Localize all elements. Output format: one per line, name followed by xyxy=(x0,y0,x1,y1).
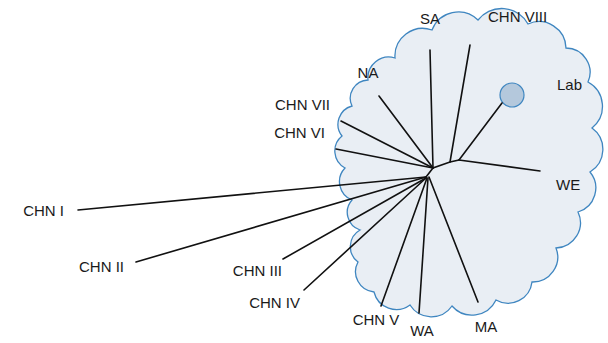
branch xyxy=(459,103,502,160)
branch xyxy=(336,149,433,168)
leaf-label: CHN III xyxy=(233,262,282,279)
cloud-region xyxy=(335,8,603,316)
branch xyxy=(283,178,426,259)
branch xyxy=(419,178,428,313)
branch xyxy=(459,160,540,171)
leaf-label: CHN V xyxy=(353,311,400,328)
leaf-label: MA xyxy=(475,318,498,335)
leaf-label: CHN VIII xyxy=(488,8,547,25)
leaf-label: CHN VII xyxy=(275,96,330,113)
leaf-label: WA xyxy=(410,322,434,339)
branch xyxy=(429,177,478,302)
branch xyxy=(430,50,433,168)
leaf-label: CHN II xyxy=(79,258,124,275)
leaf-label: CHN IV xyxy=(249,294,300,311)
leaf-label: NA xyxy=(358,64,379,81)
branch xyxy=(78,177,426,210)
branch xyxy=(136,177,426,262)
branch xyxy=(426,160,459,177)
leaf-label: Lab xyxy=(557,76,582,93)
tree-branches xyxy=(78,45,540,313)
branch xyxy=(341,121,433,168)
lab-circle xyxy=(500,83,524,107)
leaf-label: CHN I xyxy=(23,202,64,219)
leaf-label: CHN VI xyxy=(274,124,325,141)
leaf-label: SA xyxy=(420,10,440,27)
leaf-label: WE xyxy=(556,176,580,193)
branch xyxy=(450,45,470,162)
branch xyxy=(379,96,433,168)
